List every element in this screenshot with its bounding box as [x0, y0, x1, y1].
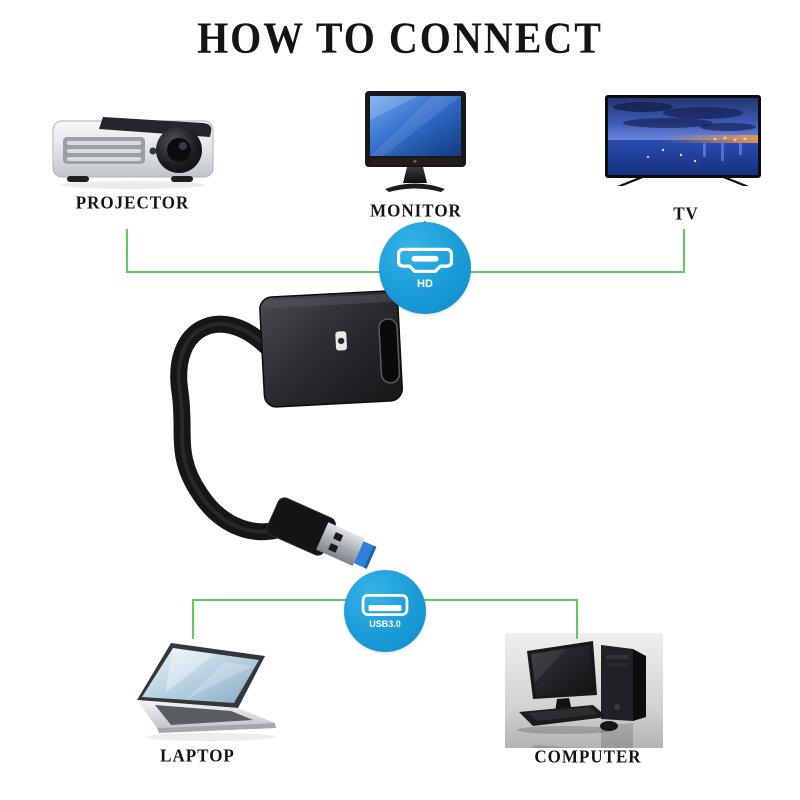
monitor-label: MONITOR	[370, 200, 462, 221]
usb-badge: USB3.0	[344, 570, 426, 652]
hdmi-port-icon	[396, 247, 454, 273]
usb-port-icon	[361, 594, 409, 616]
connector-line	[192, 599, 194, 639]
projector-icon	[45, 105, 220, 193]
usb-label: USB3.0	[369, 619, 401, 629]
projector-label: PROJECTOR	[75, 192, 190, 213]
connector-line	[683, 229, 685, 273]
hdmi-label: HD	[417, 278, 433, 290]
connector-line	[576, 599, 578, 639]
connector-line	[126, 229, 128, 273]
computer-icon	[505, 633, 663, 800]
laptop-label: LAPTOP	[160, 745, 235, 766]
laptop-icon	[125, 638, 290, 746]
monitor-icon	[363, 90, 468, 196]
tv-label: TV	[673, 203, 699, 224]
page-title: HOW TO CONNECT	[197, 12, 603, 63]
usb-to-hdmi-adapter-image	[140, 288, 450, 583]
computer-label: COMPUTER	[534, 746, 642, 767]
hdmi-badge: HD	[379, 222, 471, 314]
tv-icon	[603, 95, 763, 189]
